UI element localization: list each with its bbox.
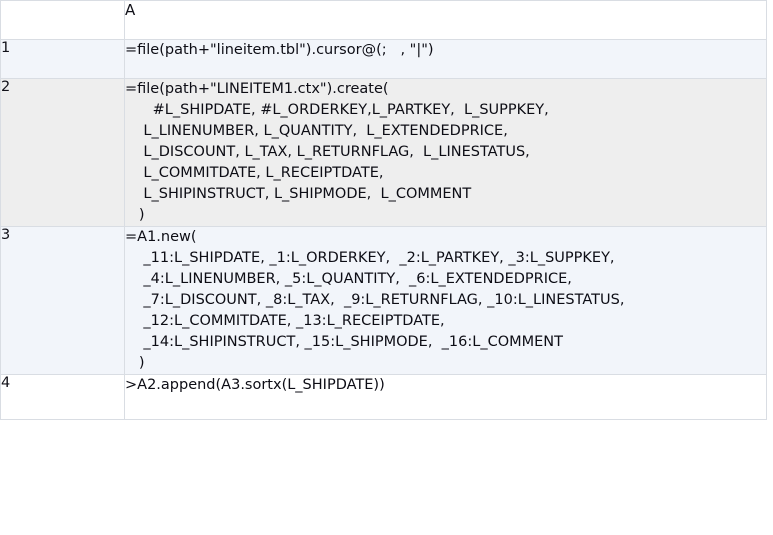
corner-header-cell[interactable] bbox=[0, 0, 125, 40]
grid-row-3: 3 =A1.new( _11:L_SHIPDATE, _1:L_ORDERKEY… bbox=[0, 226, 767, 375]
grid-header-row: A bbox=[0, 0, 767, 40]
cell-a3[interactable]: =A1.new( _11:L_SHIPDATE, _1:L_ORDERKEY, … bbox=[124, 226, 767, 375]
cell-a1[interactable]: =file(path+"lineitem.tbl").cursor@(; , "… bbox=[124, 39, 767, 79]
row-header-4[interactable]: 4 bbox=[0, 374, 125, 420]
cell-a4[interactable]: >A2.append(A3.sortx(L_SHIPDATE)) bbox=[124, 374, 767, 420]
grid-row-1: 1 =file(path+"lineitem.tbl").cursor@(; ,… bbox=[0, 39, 767, 79]
script-grid: A 1 =file(path+"lineitem.tbl").cursor@(;… bbox=[0, 0, 767, 420]
column-header-a[interactable]: A bbox=[124, 0, 767, 40]
cell-a2[interactable]: =file(path+"LINEITEM1.ctx").create( #L_S… bbox=[124, 78, 767, 227]
row-header-3[interactable]: 3 bbox=[0, 226, 125, 375]
grid-row-2: 2 =file(path+"LINEITEM1.ctx").create( #L… bbox=[0, 78, 767, 227]
spreadsheet-container: A 1 =file(path+"lineitem.tbl").cursor@(;… bbox=[0, 0, 767, 420]
grid-row-4: 4 >A2.append(A3.sortx(L_SHIPDATE)) bbox=[0, 374, 767, 420]
row-header-1[interactable]: 1 bbox=[0, 39, 125, 79]
row-header-2[interactable]: 2 bbox=[0, 78, 125, 227]
